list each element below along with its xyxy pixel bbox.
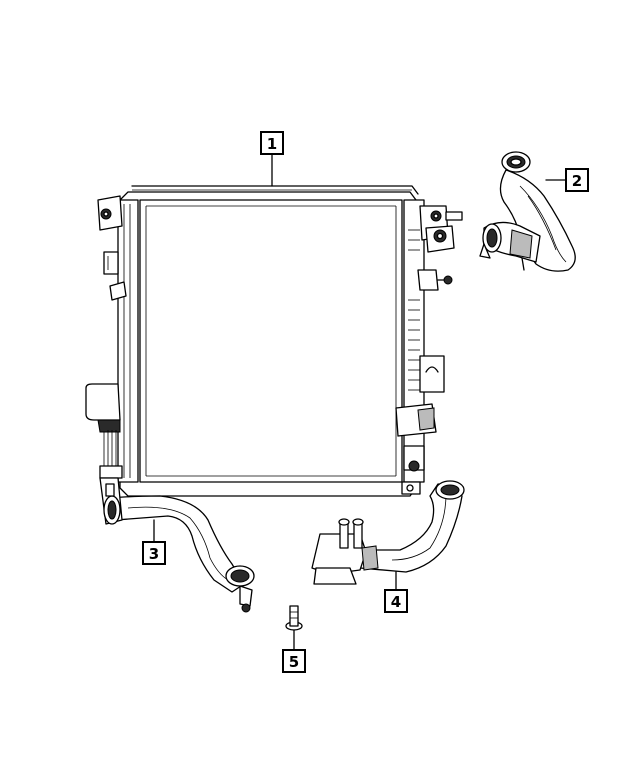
callout-4: 4 — [384, 589, 408, 613]
callout-5-label: 5 — [289, 653, 299, 671]
callout-3: 3 — [142, 541, 166, 565]
callout-1: 1 — [260, 131, 284, 155]
bolt — [285, 605, 303, 631]
callout-5: 5 — [282, 649, 306, 673]
callout-1-label: 1 — [267, 135, 277, 153]
callout-4-label: 4 — [391, 593, 401, 611]
lower-radiator-hose-right — [311, 480, 465, 585]
radiator — [85, 185, 463, 497]
right-tank-fins — [408, 229, 420, 391]
left-lower-fins — [103, 430, 117, 466]
callout-2: 2 — [565, 168, 589, 192]
callout-3-label: 3 — [149, 545, 159, 563]
upper-radiator-hose — [479, 151, 576, 272]
callout-2-label: 2 — [572, 172, 582, 190]
lower-radiator-hose-left — [99, 477, 255, 613]
leader-lines — [153, 153, 567, 651]
